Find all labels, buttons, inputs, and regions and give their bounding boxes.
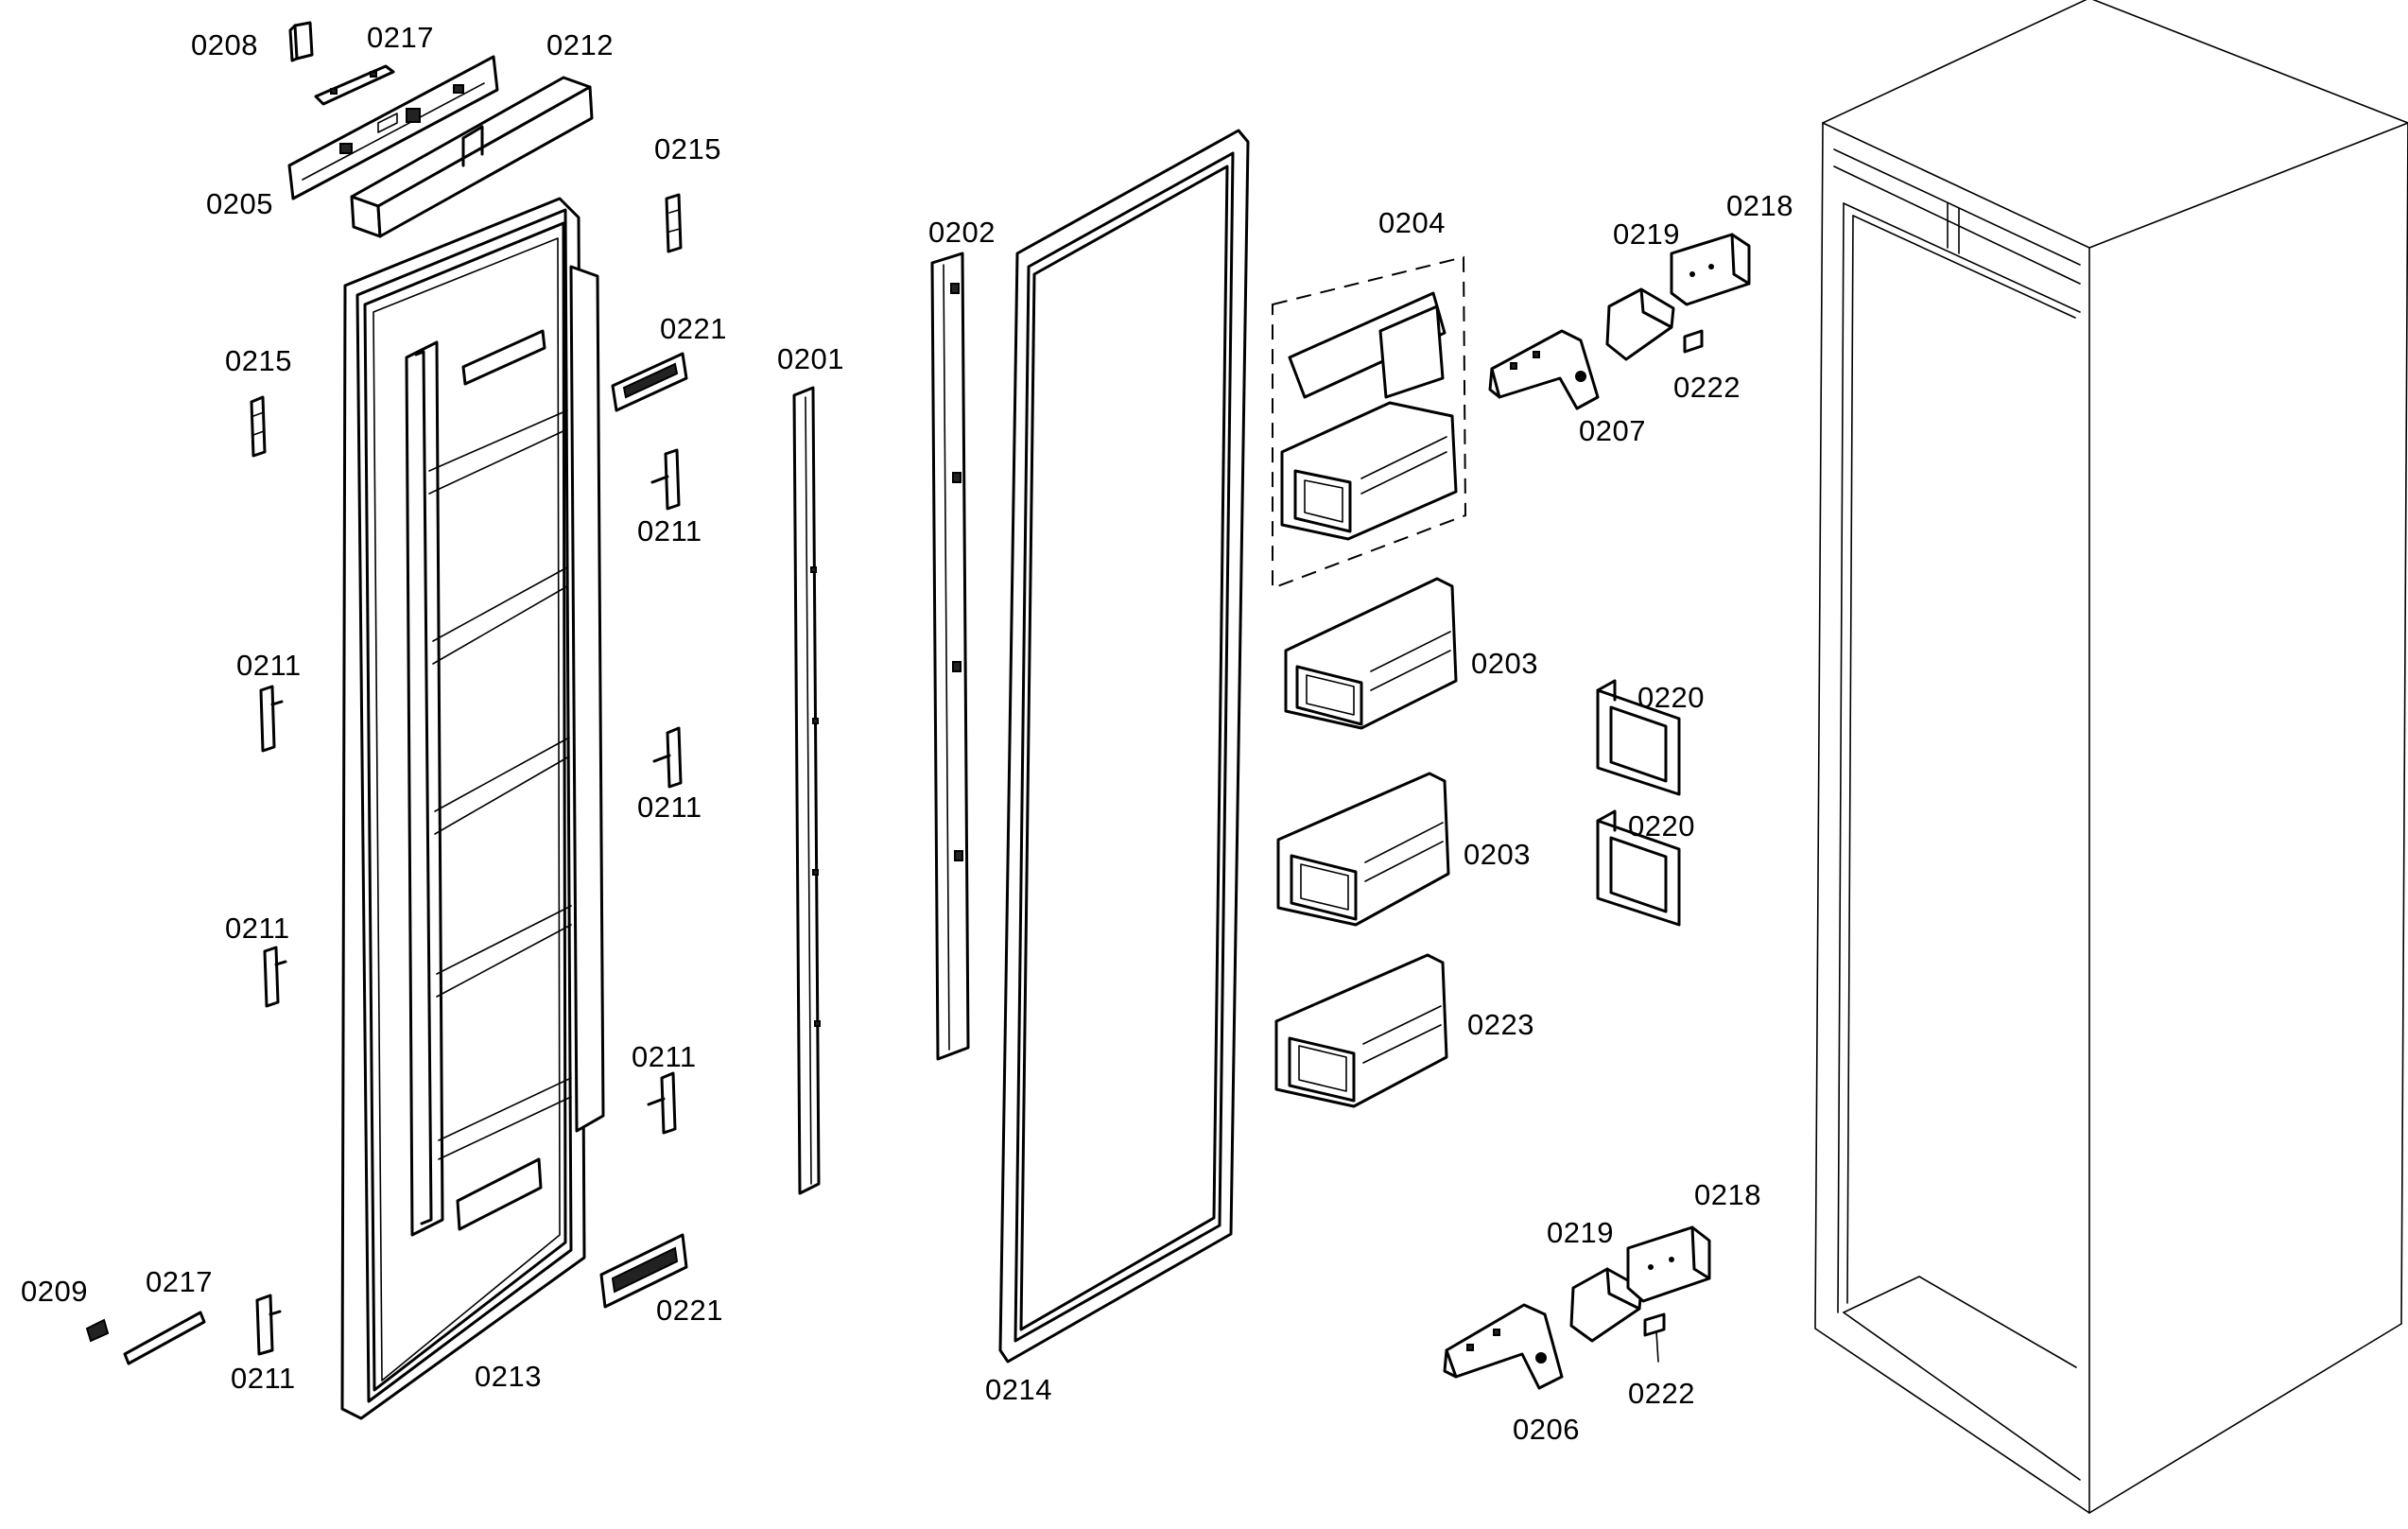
label-0203-b: 0203 [1464, 838, 1531, 871]
label-0219-top: 0219 [1613, 217, 1680, 251]
part-0219-hinge-arm-top [1605, 287, 1675, 361]
label-0212: 0212 [546, 28, 614, 61]
label-0204: 0204 [1378, 206, 1446, 239]
label-0205: 0205 [206, 187, 273, 220]
label-0211-f: 0211 [231, 1362, 296, 1395]
label-0206: 0206 [1513, 1413, 1580, 1446]
part-0222-shim-bottom [1643, 1312, 1666, 1363]
label-0221-bottom: 0221 [656, 1294, 723, 1327]
part-0219-hinge-arm-bottom [1569, 1267, 1643, 1343]
part-0205-hinge-plate [287, 55, 499, 200]
part-0203-basket-a [1284, 577, 1458, 730]
part-0221-handle-top [611, 352, 688, 412]
label-0209: 0209 [21, 1275, 88, 1308]
part-0217-bracket-bottom [123, 1311, 206, 1365]
part-0211-clip-f [255, 1294, 282, 1356]
part-0211-clip-d [259, 685, 284, 753]
part-0208-cap [288, 21, 314, 62]
part-0218-bracket-bottom [1626, 1225, 1711, 1303]
part-0217-bracket-top [314, 64, 395, 106]
part-0203-basket-b [1276, 772, 1450, 927]
label-0220-a: 0220 [1637, 681, 1705, 714]
part-0211-clip-b [652, 726, 683, 789]
part-0221-handle-bottom [599, 1233, 688, 1309]
label-0223: 0223 [1467, 1008, 1534, 1041]
label-0222-top: 0222 [1673, 371, 1741, 404]
part-0211-clip-a [650, 448, 681, 511]
label-0208-top: 0208 [191, 28, 258, 61]
part-0212-top-cover [350, 76, 594, 238]
part-0220-bracket-a [1596, 679, 1681, 796]
label-0211-e: 0211 [225, 912, 290, 945]
label-0221-top: 0221 [660, 312, 727, 345]
label-0218-bottom: 0218 [1694, 1178, 1761, 1211]
label-0211-d: 0211 [236, 649, 302, 682]
label-0220-b: 0220 [1628, 809, 1695, 843]
part-0220-bracket-b [1596, 809, 1681, 927]
part-0201-strip [792, 386, 821, 1195]
part-0223-basket [1274, 953, 1448, 1108]
label-0213: 0213 [475, 1360, 542, 1393]
part-0218-bracket-top [1670, 233, 1751, 306]
part-0213-door-liner [340, 197, 605, 1420]
part-0206-hinge-bottom [1443, 1303, 1564, 1390]
label-0211-b: 0211 [637, 791, 702, 824]
part-0214-door-gasket [998, 129, 1250, 1364]
label-0201: 0201 [777, 342, 844, 375]
label-0203-a: 0203 [1471, 647, 1538, 680]
label-0214: 0214 [985, 1373, 1052, 1406]
label-0222-bottom: 0222 [1628, 1377, 1695, 1410]
label-0217-bottom: 0217 [146, 1265, 213, 1298]
label-0217-top: 0217 [367, 21, 434, 54]
part-0211-clip-e [263, 946, 287, 1008]
part-0211-clip-c [647, 1071, 677, 1135]
label-0211-a: 0211 [637, 514, 702, 547]
part-0204-basket-assembly [1272, 255, 1467, 590]
part-0215-clip-left [250, 395, 267, 458]
label-0202: 0202 [928, 216, 996, 249]
part-0215-clip-right [665, 193, 683, 253]
part-cabinet [1814, 0, 2408, 1514]
label-0211-c: 0211 [632, 1040, 697, 1073]
part-0222-shim-top [1683, 329, 1704, 354]
label-0215-left: 0215 [225, 344, 292, 377]
label-0219-bottom: 0219 [1547, 1216, 1614, 1249]
label-0207: 0207 [1579, 414, 1646, 447]
part-0209-screw [85, 1318, 110, 1343]
label-0215-right: 0215 [654, 132, 721, 165]
part-0202-strip [930, 252, 970, 1061]
part-0207-hinge-top [1488, 329, 1600, 410]
label-0218-top: 0218 [1726, 189, 1793, 222]
